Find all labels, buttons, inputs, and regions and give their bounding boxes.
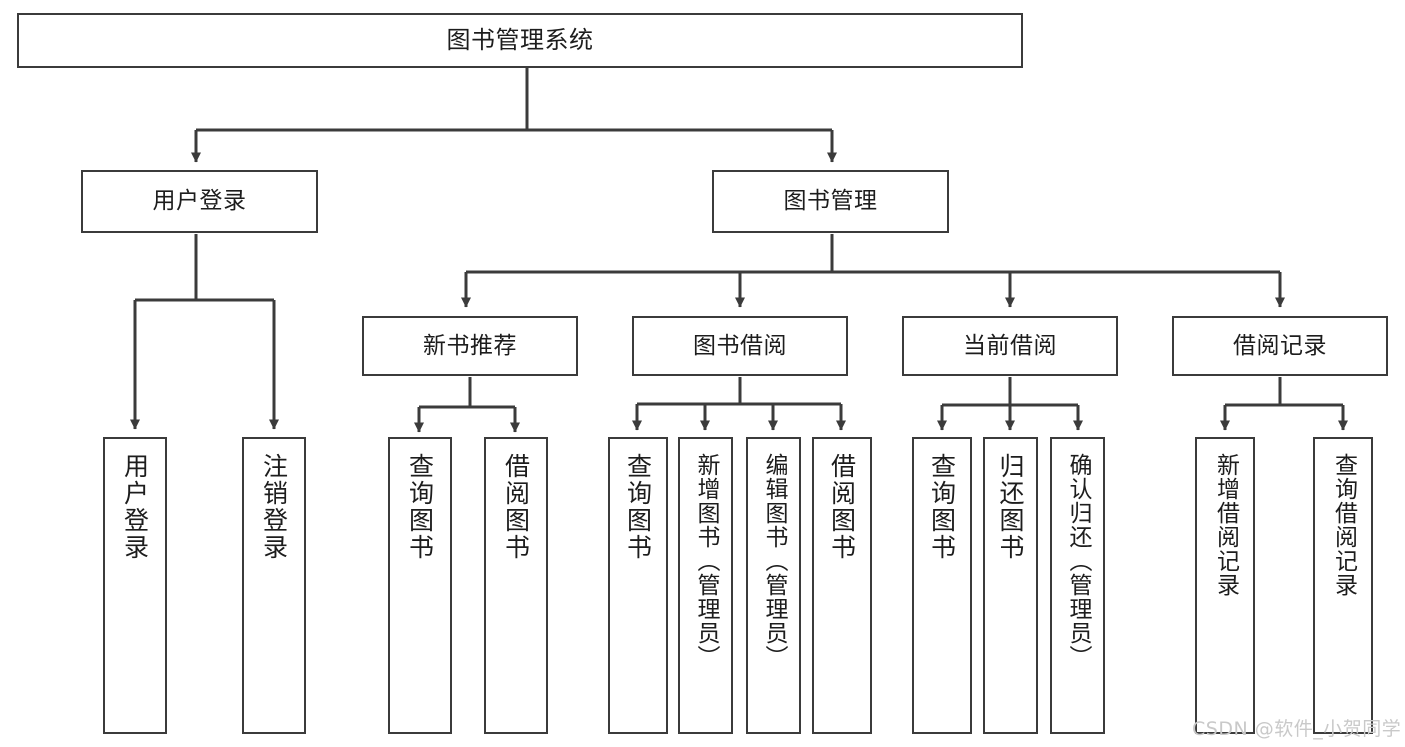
- node-leaf-borrow-book[interactable]: 借阅图书: [812, 437, 872, 734]
- node-leaf-edit-book-admin[interactable]: 编辑图书（管理员）: [746, 437, 801, 734]
- node-leaf-user-login[interactable]: 用户登录: [103, 437, 167, 734]
- node-leaf-add-book-admin[interactable]: 新增图书（管理员）: [678, 437, 733, 734]
- node-label: 用户登录: [152, 188, 247, 215]
- node-book-management-system[interactable]: 图书管理系统: [17, 13, 1023, 68]
- node-book-management[interactable]: 图书管理: [712, 170, 949, 233]
- node-leaf-query-book-borrow[interactable]: 查询图书: [608, 437, 668, 734]
- node-label: 借阅图书: [501, 453, 531, 561]
- node-label: 借阅记录: [1233, 332, 1327, 359]
- node-leaf-query-book-current[interactable]: 查询图书: [912, 437, 972, 734]
- node-leaf-return-book[interactable]: 归还图书: [983, 437, 1038, 734]
- node-leaf-add-borrow-record[interactable]: 新增借阅记录: [1195, 437, 1255, 734]
- node-label: 借阅图书: [827, 453, 857, 561]
- node-label: 归还图书: [996, 453, 1025, 561]
- node-leaf-borrow-book-recommend[interactable]: 借阅图书: [484, 437, 548, 734]
- node-current-borrow[interactable]: 当前借阅: [902, 316, 1118, 376]
- node-book-borrow[interactable]: 图书借阅: [632, 316, 848, 376]
- node-label: 新增借阅记录: [1212, 453, 1239, 597]
- node-user-login[interactable]: 用户登录: [81, 170, 318, 233]
- node-leaf-query-book-recommend[interactable]: 查询图书: [388, 437, 452, 734]
- node-borrow-record[interactable]: 借阅记录: [1172, 316, 1388, 376]
- node-label: 图书管理: [783, 188, 878, 215]
- node-label: 查询图书: [405, 453, 435, 561]
- node-label: 编辑图书（管理员）: [761, 453, 787, 669]
- node-label: 图书管理系统: [446, 25, 594, 54]
- csdn-watermark: CSDN @软件_小贺同学: [1192, 718, 1402, 740]
- node-label: 查询图书: [623, 453, 653, 561]
- node-label: 图书借阅: [693, 332, 787, 359]
- node-label: 查询借阅记录: [1330, 453, 1357, 597]
- node-new-book-recommend[interactable]: 新书推荐: [362, 316, 578, 376]
- node-label: 注销登录: [259, 453, 289, 561]
- node-leaf-logout[interactable]: 注销登录: [242, 437, 306, 734]
- node-leaf-confirm-return-admin[interactable]: 确认归还（管理员）: [1050, 437, 1105, 734]
- node-label: 查询图书: [927, 453, 957, 561]
- node-label: 用户登录: [120, 453, 150, 561]
- node-label: 当前借阅: [963, 332, 1057, 359]
- node-label: 确认归还（管理员）: [1065, 453, 1091, 669]
- node-leaf-query-borrow-record[interactable]: 查询借阅记录: [1313, 437, 1373, 734]
- node-label: 新书推荐: [423, 332, 517, 359]
- node-label: 新增图书（管理员）: [693, 453, 719, 669]
